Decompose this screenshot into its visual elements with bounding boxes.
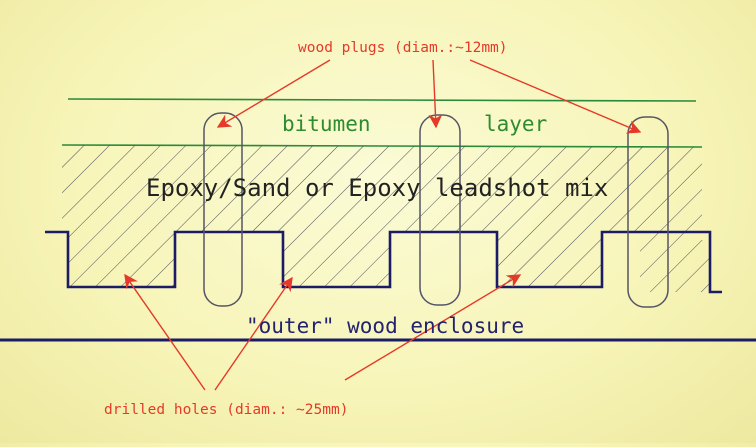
arrow-hole-2 bbox=[214, 276, 293, 391]
bitumen-label-right: layer bbox=[484, 112, 547, 136]
wood-plug-3 bbox=[627, 116, 669, 308]
epoxy-fill-region bbox=[62, 145, 710, 292]
wood-plugs-label: wood plugs (diam.:~12mm) bbox=[298, 40, 508, 56]
wood-plug-1 bbox=[203, 112, 243, 307]
outer-enclosure-label: "outer" wood enclosure bbox=[246, 314, 524, 338]
arrow-plug-1 bbox=[216, 59, 331, 128]
arrow-plug-2 bbox=[428, 59, 443, 129]
arrow-hole-3 bbox=[344, 274, 522, 381]
drilled-holes-label: drilled holes (diam.: ~25mm) bbox=[104, 402, 348, 418]
bitumen-top-line bbox=[67, 98, 697, 102]
arrow-plug-3 bbox=[469, 59, 642, 134]
bitumen-label-left: bitumen bbox=[282, 112, 371, 136]
epoxy-mix-label: Epoxy/Sand or Epoxy leadshot mix bbox=[146, 174, 608, 202]
arrow-hole-1 bbox=[124, 273, 206, 391]
enclosure-profile-line bbox=[45, 230, 722, 294]
